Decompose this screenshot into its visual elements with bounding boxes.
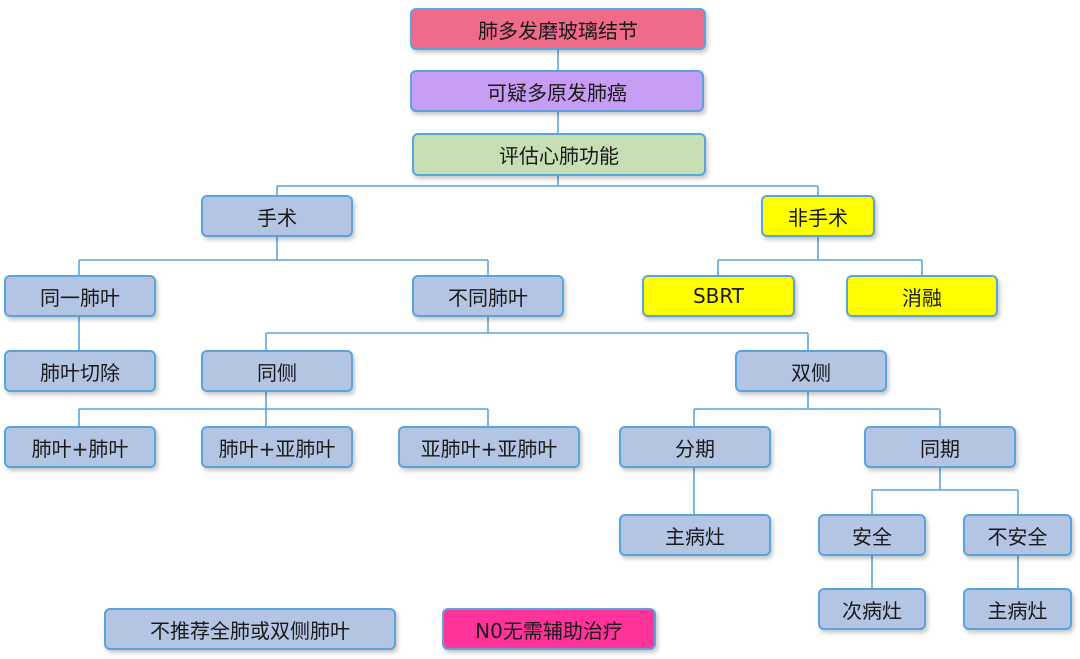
node-sublobe-sublobe: 亚肺叶+亚肺叶	[398, 426, 580, 468]
node-simultaneous: 同期	[864, 426, 1016, 468]
node-same-lobe: 同一肺叶	[4, 275, 156, 317]
node-not-recommended: 不推荐全肺或双侧肺叶	[104, 608, 396, 650]
node-bilateral: 双侧	[735, 350, 887, 392]
node-unsafe: 不安全	[963, 514, 1072, 556]
node-surgery: 手术	[201, 195, 353, 237]
node-lobe-sublobe: 肺叶+亚肺叶	[201, 426, 353, 468]
node-lobe-lobe: 肺叶+肺叶	[4, 426, 156, 468]
node-suspect: 可疑多原发肺癌	[410, 70, 704, 112]
node-sbrt: SBRT	[642, 275, 795, 317]
node-staged: 分期	[619, 426, 771, 468]
node-safe: 安全	[818, 514, 926, 556]
node-ipsilateral: 同侧	[201, 350, 353, 392]
node-main-lesion-2: 主病灶	[963, 588, 1072, 630]
node-secondary-lesion: 次病灶	[818, 588, 926, 630]
node-root: 肺多发磨玻璃结节	[410, 8, 706, 50]
node-ablation: 消融	[846, 275, 998, 317]
node-assess: 评估心肺功能	[412, 133, 706, 176]
node-n0-no-adjuvant: N0无需辅助治疗	[442, 608, 656, 650]
node-diff-lobe: 不同肺叶	[412, 275, 564, 317]
node-lobectomy: 肺叶切除	[4, 350, 156, 392]
node-main-lesion-1: 主病灶	[619, 514, 771, 556]
node-nonsurgery: 非手术	[761, 195, 875, 237]
